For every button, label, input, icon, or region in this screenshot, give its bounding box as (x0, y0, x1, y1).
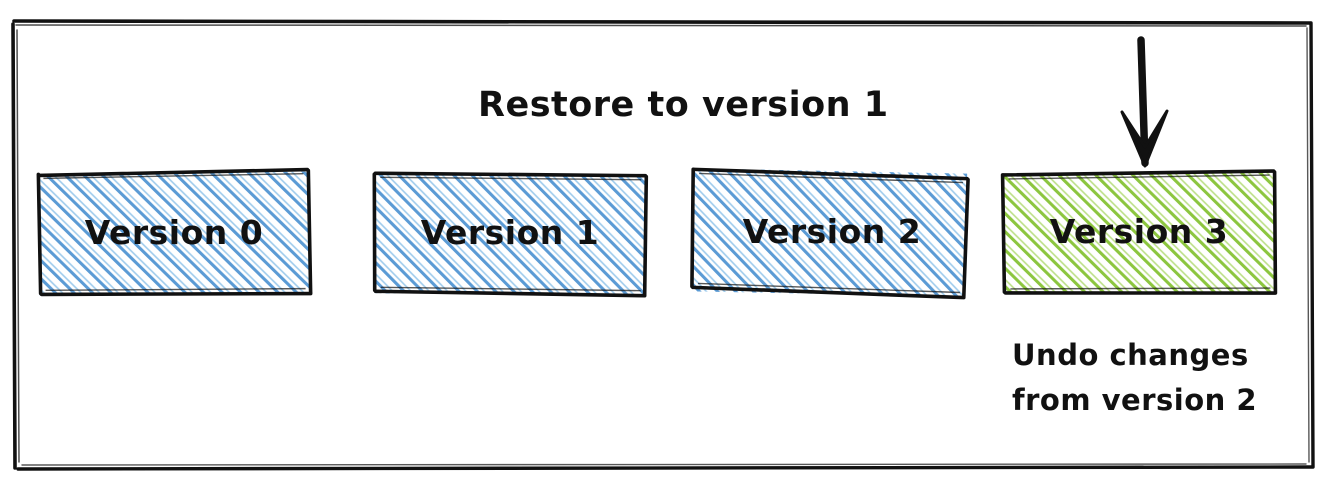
version-box-0-label: Version 0 (84, 213, 264, 252)
outer-frame (11, 19, 1315, 471)
version-box-2[interactable] (690, 167, 970, 300)
down-arrow-icon (1120, 36, 1169, 168)
diagram-title: Restore to version 1 (478, 85, 889, 125)
version-box-1-label: Version 1 (420, 213, 600, 252)
undo-changes-caption-line-2: from version 2 (1012, 383, 1258, 417)
version-box-0[interactable] (36, 167, 313, 297)
version-box-2-label: Version 2 (742, 212, 922, 251)
version-box-3[interactable] (1000, 169, 1278, 295)
version-box-3-label: Version 3 (1049, 212, 1229, 251)
undo-changes-caption-line-1: Undo changes (1012, 338, 1249, 372)
version-box-1[interactable] (372, 171, 649, 298)
